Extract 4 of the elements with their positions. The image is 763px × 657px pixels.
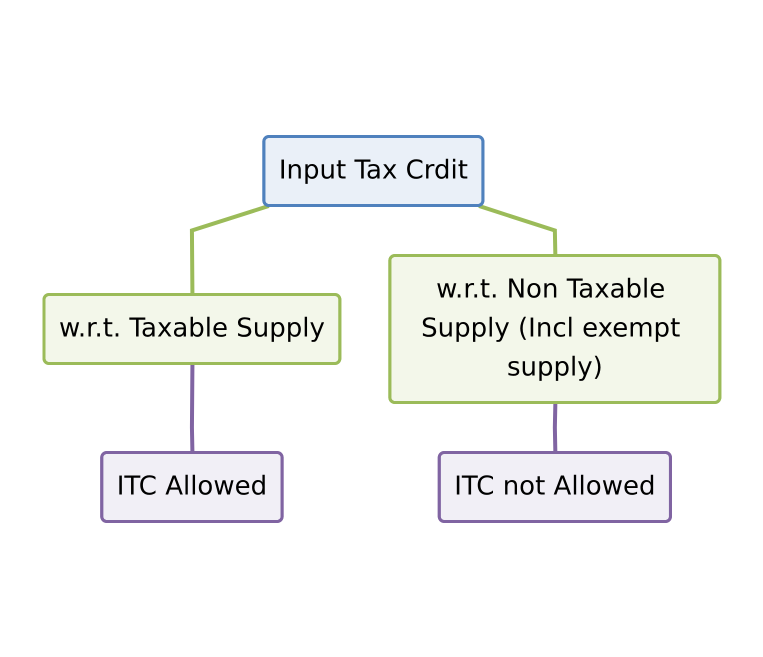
connector	[189, 204, 269, 295]
connector	[190, 363, 194, 453]
connector	[478, 204, 557, 256]
connector	[552, 402, 557, 453]
